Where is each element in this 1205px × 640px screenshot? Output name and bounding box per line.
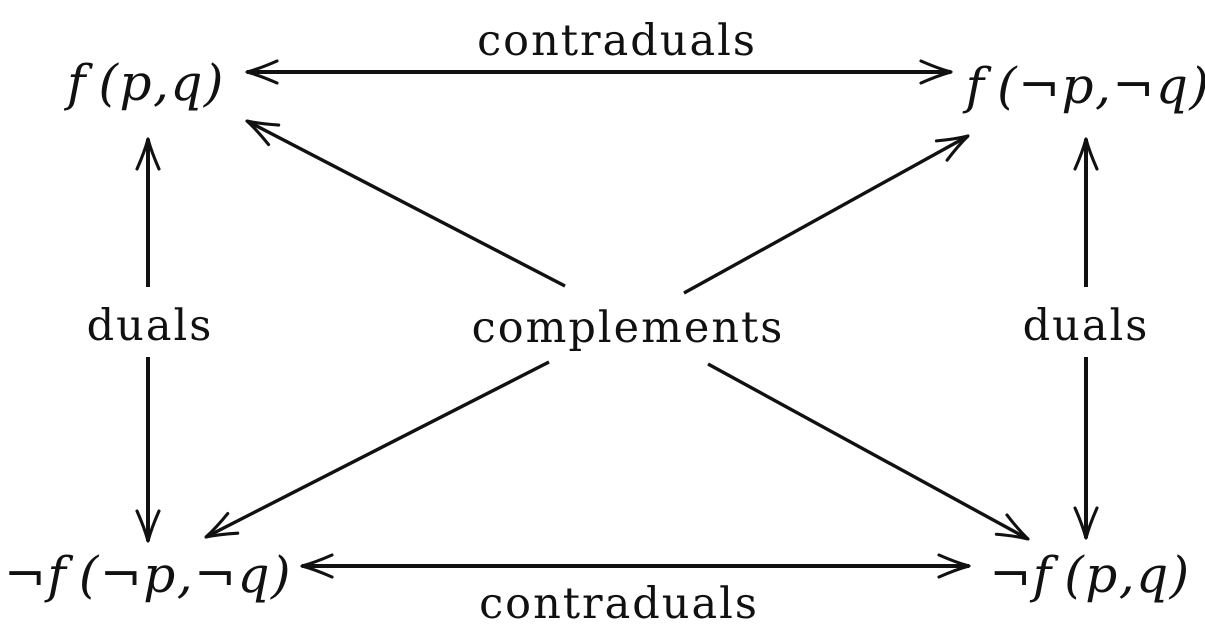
complements-arrow-to-bottom-right	[707, 362, 1030, 541]
edge-label-duals-right: duals	[1023, 301, 1150, 351]
edge-label-complements-center: complements	[472, 303, 785, 353]
node-bottom-left: ¬f (¬p,¬q)	[4, 546, 292, 604]
edge-label-contraduals-bottom: contraduals	[479, 579, 759, 629]
edge-label-duals-left: duals	[87, 301, 214, 351]
complements-arrow-to-top-right	[683, 134, 970, 295]
node-top-left: f (p,q)	[63, 54, 225, 112]
complements-arrow-to-top-left	[245, 119, 566, 288]
node-top-right: f (¬p,¬q)	[962, 57, 1205, 115]
edge-label-contraduals-top: contraduals	[477, 16, 757, 66]
complements-arrow-to-bottom-left	[204, 360, 550, 539]
node-bottom-right: ¬f (p,q)	[989, 546, 1190, 604]
